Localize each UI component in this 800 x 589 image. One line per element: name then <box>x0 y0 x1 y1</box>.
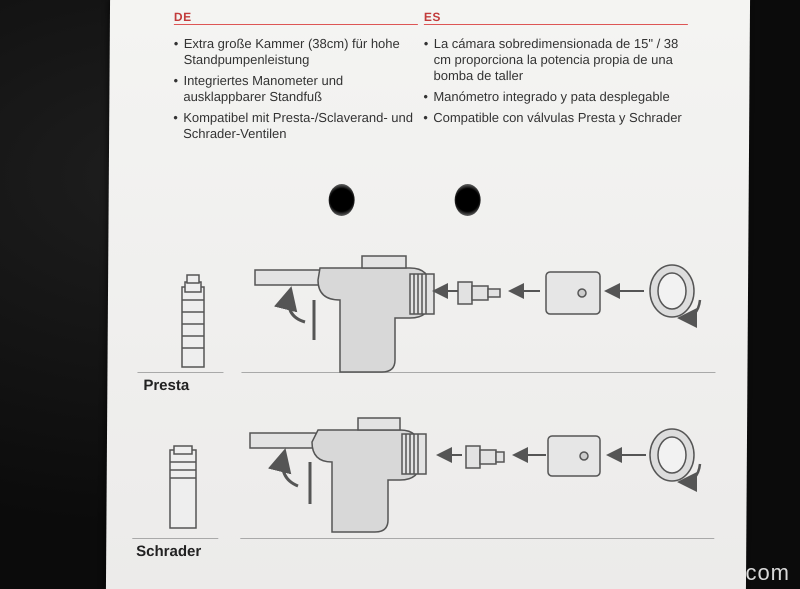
pump-head-icon <box>249 417 427 533</box>
rotate-lever-arrow <box>267 448 299 488</box>
valve-adapter-icon <box>457 281 501 305</box>
valve-adapter-icon <box>465 445 505 469</box>
sleeve-insert-icon <box>545 271 601 315</box>
schrader-valve-stem-icon <box>169 445 197 529</box>
pump-head-icon <box>254 255 435 373</box>
watermark-text: com <box>745 560 790 585</box>
screw-cap-icon <box>649 428 702 492</box>
presta-valve-stem-icon <box>181 274 205 368</box>
screw-cap-icon <box>649 264 702 328</box>
rotate-lever-arrow <box>273 286 306 324</box>
sleeve-insert-icon <box>547 435 601 477</box>
